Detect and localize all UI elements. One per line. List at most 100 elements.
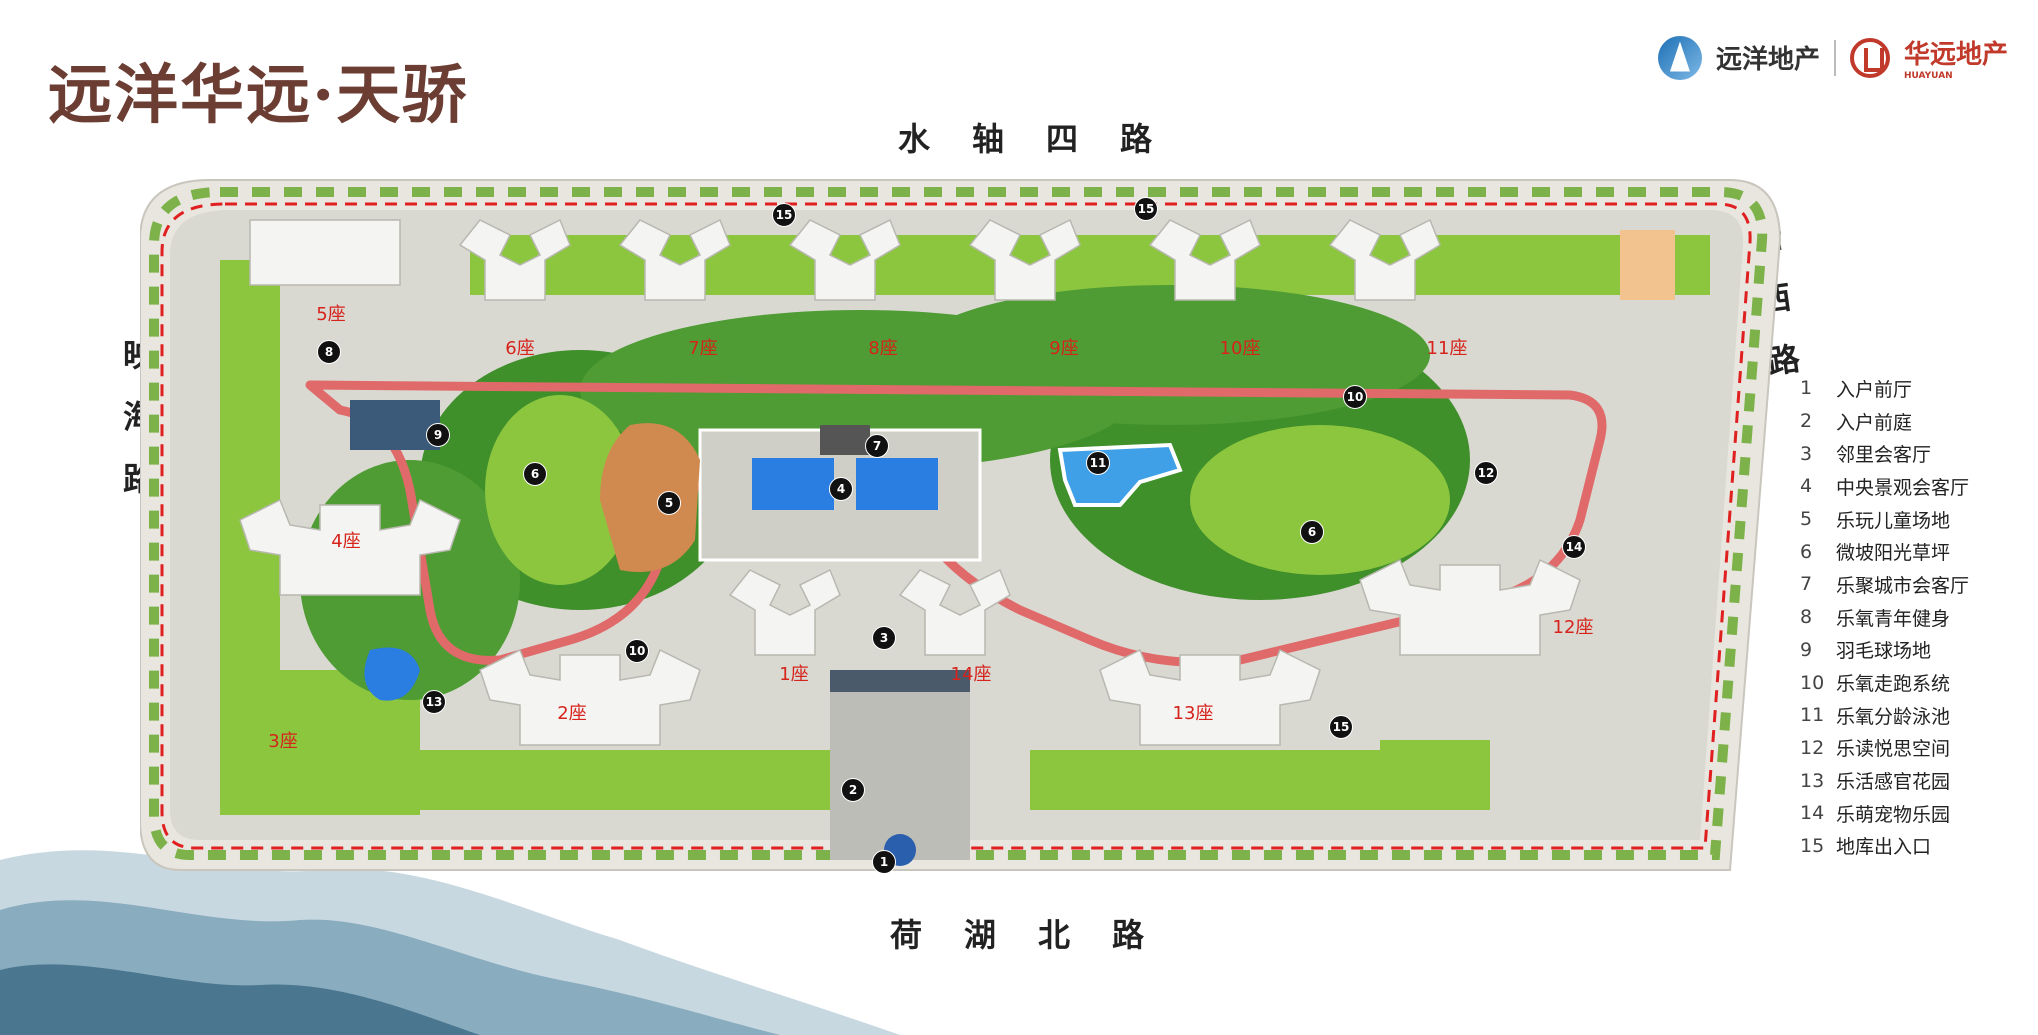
legend-item: 13 乐活感官花园: [1800, 764, 1969, 797]
lawn-slope-west: [485, 395, 635, 585]
legend-text: 乐读悦思空间: [1836, 738, 1951, 761]
building-label: 14座: [950, 664, 992, 685]
map-marker[interactable]: 5: [657, 491, 681, 515]
map-marker[interactable]: 9: [426, 423, 450, 447]
legend-item: 4 中央景观会客厅: [1800, 470, 1969, 503]
site-boundary: [160, 202, 1752, 850]
huayuan-logo-icon: [1849, 37, 1890, 78]
map-marker[interactable]: 2: [841, 778, 865, 802]
legend-text: 乐萌宠物乐园: [1836, 803, 1951, 826]
legend-item: 10 乐氧走跑系统: [1800, 666, 1969, 699]
huayuan-sub: HUAYUAN: [1903, 71, 1953, 81]
road-north-label: 水轴四路: [898, 120, 1195, 158]
legend-number: 2: [1800, 410, 1813, 433]
building-label: 2座: [557, 703, 587, 724]
building-label: 3座: [268, 731, 298, 752]
ink-wash-decoration: [0, 850, 900, 1035]
building-label: 1座: [779, 664, 809, 685]
map-marker[interactable]: 3: [872, 626, 896, 650]
map-marker[interactable]: 15: [1134, 197, 1158, 221]
legend-item: 7 乐聚城市会客厅: [1800, 568, 1969, 601]
entrance-hall: [830, 670, 970, 692]
entrance-avenue: [830, 670, 970, 860]
huayuan-name: 华远地产: [1903, 40, 2008, 70]
legend-number: 1: [1800, 377, 1813, 400]
map-marker[interactable]: 15: [1329, 715, 1353, 739]
map-marker[interactable]: 8: [317, 340, 341, 364]
legend-item: 1 入户前厅: [1800, 372, 1969, 405]
building-label: 5座: [316, 304, 346, 325]
sino-ocean-logo: 远洋地产: [1716, 39, 1820, 76]
lawn-slope-east: [1190, 425, 1450, 575]
building-label: 10座: [1219, 338, 1261, 359]
map-marker[interactable]: 6: [1300, 520, 1324, 544]
lawn-south-1: [370, 750, 890, 810]
legend-text: 乐玩儿童场地: [1836, 509, 1951, 532]
sino-ocean-logo-icon: [1657, 35, 1702, 80]
legend-text: 乐活感官花园: [1836, 771, 1951, 794]
legend-text: 羽毛球场地: [1836, 640, 1932, 663]
legend-number: 3: [1800, 442, 1813, 465]
building-label: 7座: [688, 338, 718, 359]
legend-number: 9: [1800, 638, 1813, 661]
brand-title: 远洋华远·天骄: [48, 58, 469, 133]
legend-number: 11: [1800, 704, 1825, 727]
map-marker[interactable]: 1: [872, 850, 896, 874]
sensory-pond: [364, 647, 420, 701]
sino-ocean-name: 远洋地产: [1715, 45, 1820, 75]
legend-number: 5: [1800, 508, 1813, 531]
legend-number: 8: [1800, 606, 1813, 629]
legend-item: 12 乐读悦思空间: [1800, 732, 1969, 765]
legend-text: 邻里会客厅: [1836, 444, 1932, 467]
legend-text: 地库出入口: [1836, 836, 1932, 859]
map-marker[interactable]: 7: [865, 434, 889, 458]
pool-left: [752, 458, 834, 510]
legend-text: 入户前厅: [1836, 378, 1913, 401]
legend-number: 10: [1800, 671, 1825, 694]
corner-building: [1620, 230, 1675, 300]
building-label: 11座: [1426, 338, 1468, 359]
play-area: [600, 423, 700, 572]
map-marker[interactable]: 11: [1086, 451, 1110, 475]
building-label: 13座: [1172, 703, 1214, 724]
legend-number: 4: [1800, 475, 1813, 498]
legend-number: 6: [1800, 540, 1813, 563]
legend-number: 15: [1800, 834, 1825, 857]
road-south-label: 荷湖北路: [890, 916, 1187, 954]
legend-text: 乐聚城市会客厅: [1836, 574, 1970, 597]
legend-text: 乐氧青年健身: [1836, 607, 1951, 630]
developer-logos: 远洋地产 华远地产 HUAYUAN: [1657, 34, 2008, 81]
map-marker[interactable]: 6: [523, 462, 547, 486]
map-marker[interactable]: 12: [1474, 461, 1498, 485]
logo-divider: [1833, 39, 1836, 76]
pavilion: [820, 425, 870, 455]
legend-number: 7: [1800, 573, 1813, 596]
map-marker[interactable]: 10: [625, 639, 649, 663]
tree-band: [149, 187, 1768, 860]
legend-text: 乐氧走跑系统: [1836, 673, 1951, 696]
building-label: 6座: [505, 338, 535, 359]
pool-right: [856, 458, 938, 510]
lawn-southeast: [1380, 740, 1490, 810]
legend-item: 9 羽毛球场地: [1800, 634, 1969, 667]
building-label: 8座: [868, 338, 898, 359]
building-label: 9座: [1049, 338, 1079, 359]
legend-item: 11 乐氧分龄泳池: [1800, 699, 1969, 732]
legend-item: 8 乐氧青年健身: [1800, 601, 1969, 634]
legend-text: 乐氧分龄泳池: [1836, 705, 1951, 728]
legend-text: 中央景观会客厅: [1836, 476, 1970, 499]
legend-number: 13: [1800, 769, 1825, 792]
legend-number: 12: [1800, 736, 1825, 759]
legend-item: 15 地库出入口: [1800, 830, 1969, 863]
map-marker[interactable]: 10: [1343, 385, 1367, 409]
map-marker[interactable]: 4: [829, 477, 853, 501]
map-marker[interactable]: 15: [772, 203, 796, 227]
map-marker[interactable]: 14: [1562, 535, 1586, 559]
map-marker[interactable]: 13: [422, 690, 446, 714]
legend-item: 5 乐玩儿童场地: [1800, 503, 1969, 536]
huayuan-logo: 华远地产 HUAYUAN: [1904, 34, 2008, 81]
